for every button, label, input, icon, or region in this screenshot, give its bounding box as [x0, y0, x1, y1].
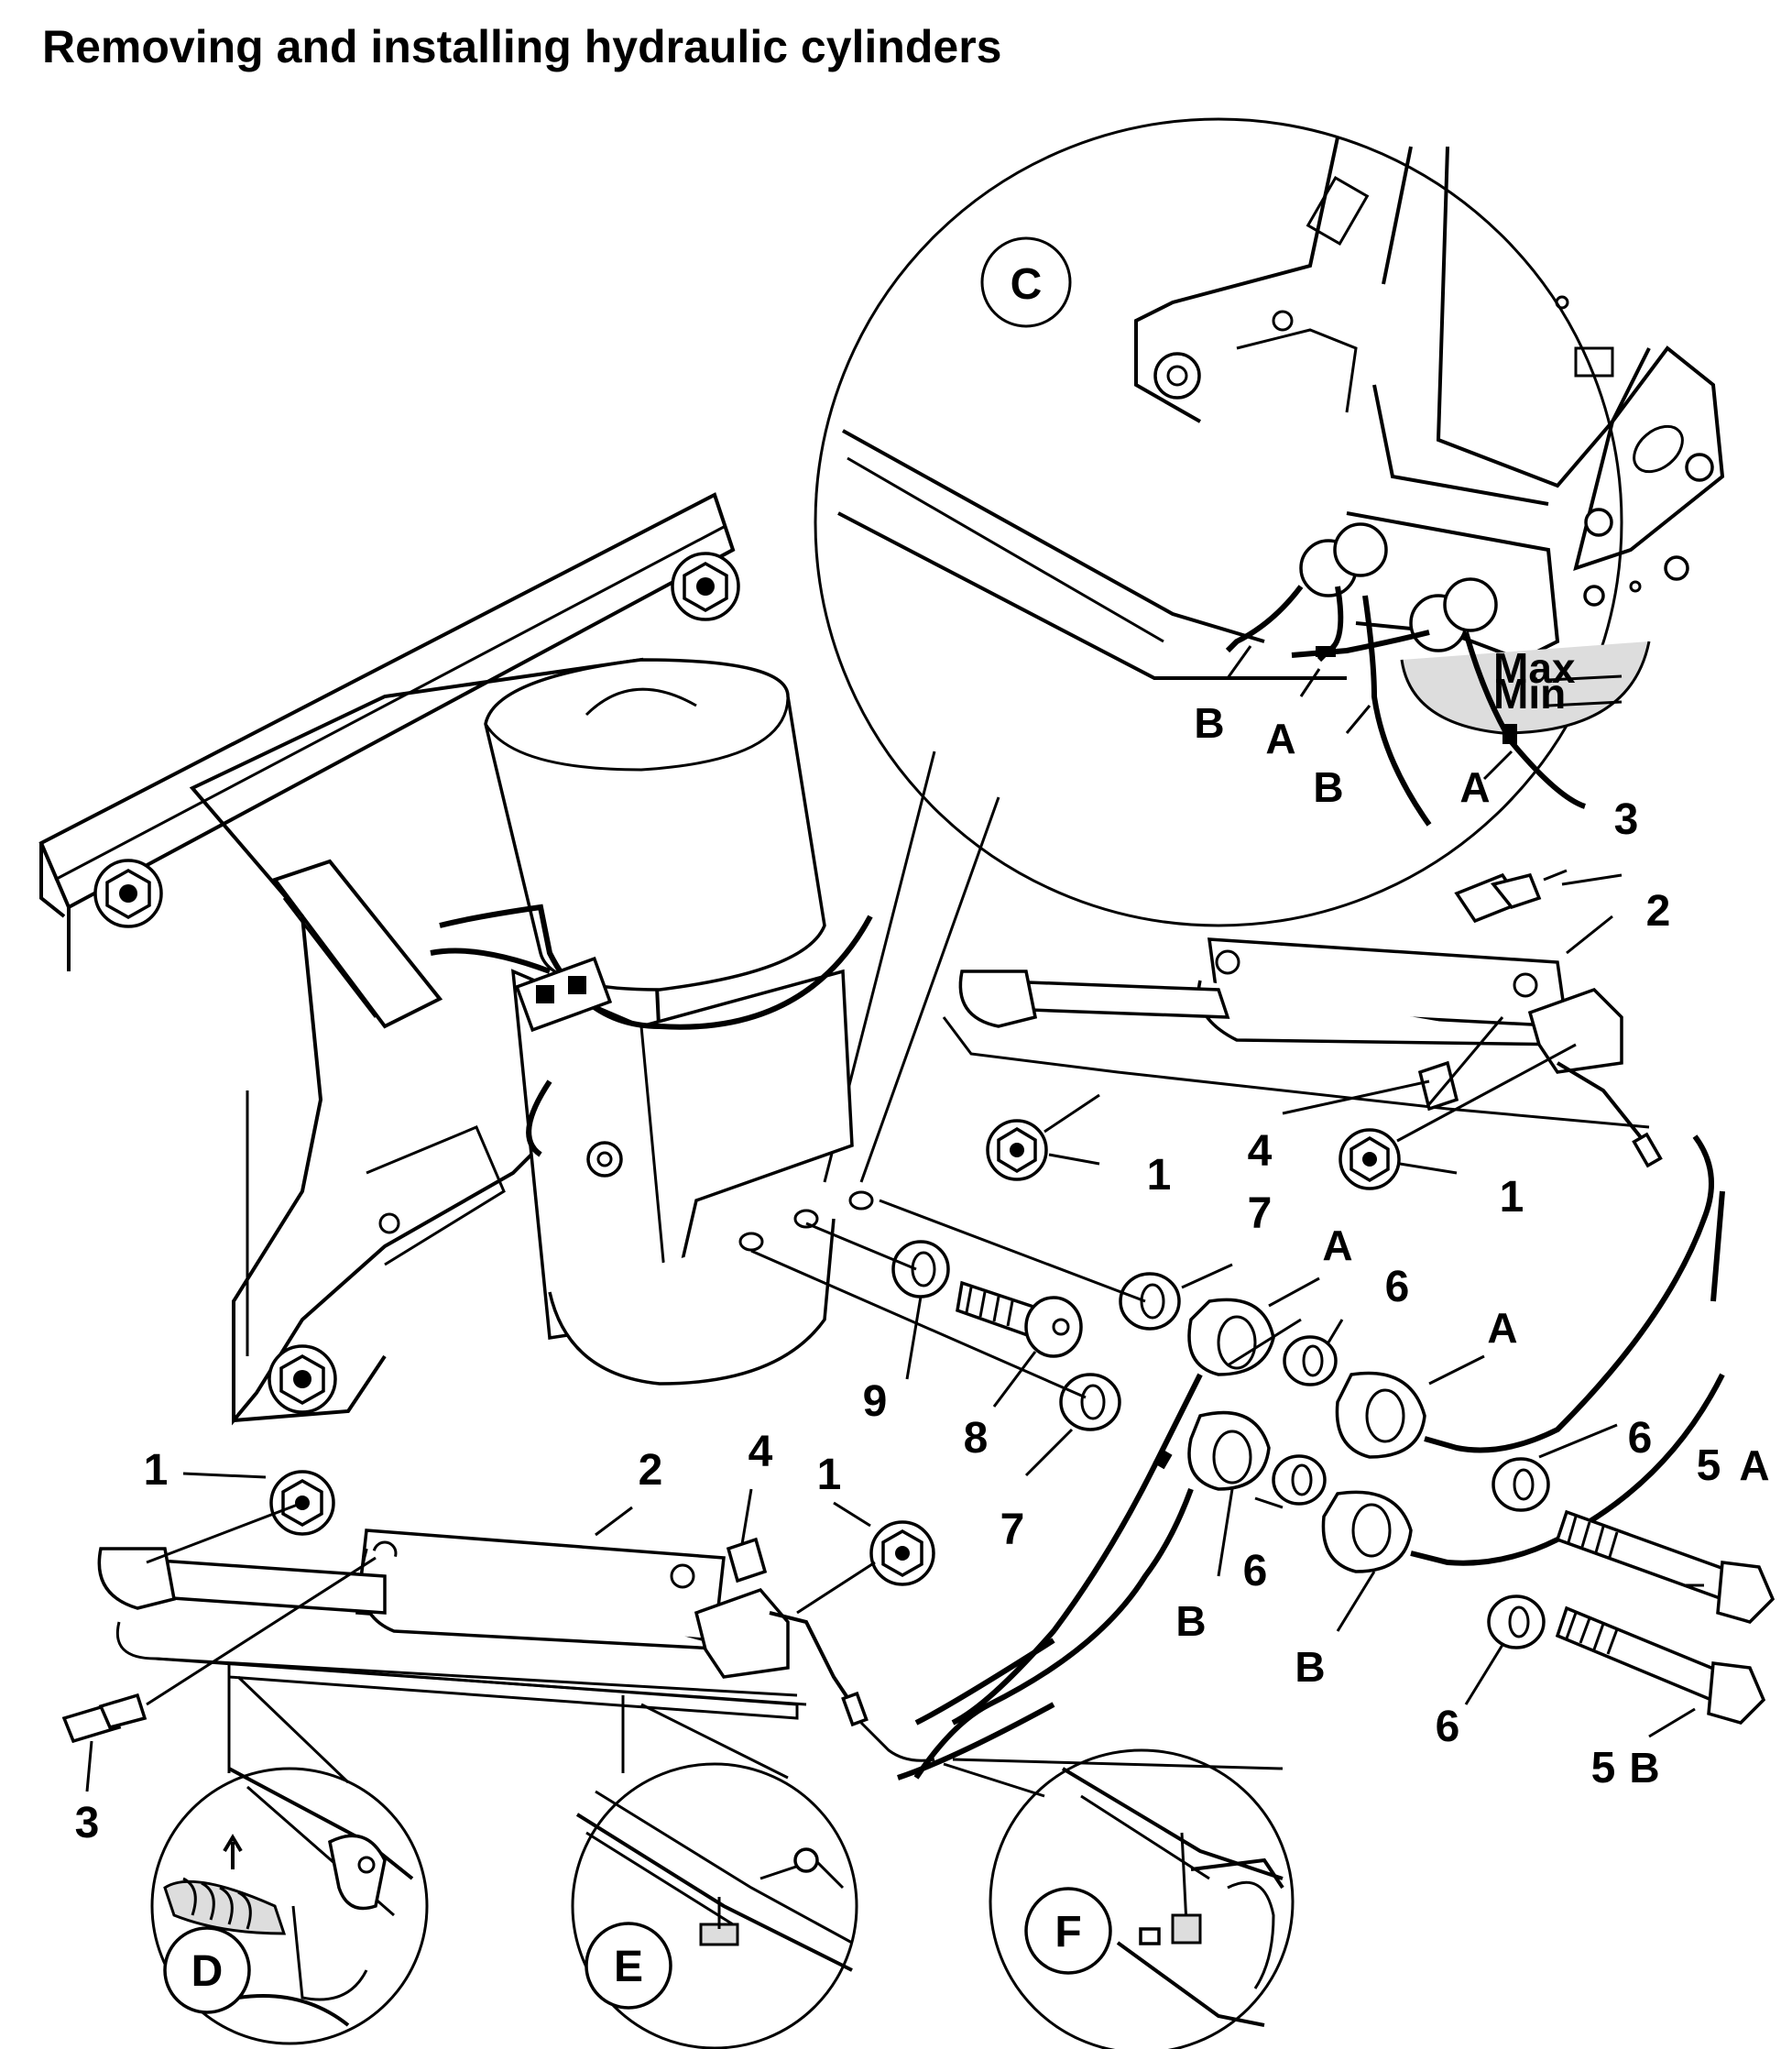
- hose-end-a-right: [1335, 1134, 1725, 1459]
- reservoir-max-mark: Max: [1493, 644, 1576, 692]
- lower-hydraulic-cylinder: [97, 1529, 935, 1762]
- callout-plug-lower: 4: [748, 1428, 773, 1476]
- callout-washer-7-upper: 7: [1248, 1189, 1273, 1238]
- washer-7-upper: [879, 1199, 1181, 1331]
- callout-hose-a-2: A: [1487, 1304, 1517, 1352]
- callout-labels: 1 1 2 3 4 7 A 6 A 6 9 8 7 6 B B 6 5 A 5 …: [75, 795, 1770, 1847]
- washer-7-lower: [750, 1249, 1121, 1431]
- callout-bolt-8: 8: [964, 1414, 989, 1463]
- callout-hose-b-1: B: [1175, 1597, 1206, 1645]
- callout-nut-right: 1: [1500, 1173, 1524, 1222]
- callout-washer-7-lower: 7: [1000, 1506, 1025, 1554]
- detail-e-label: E: [614, 1943, 643, 1991]
- lower-vent-fitting: [61, 1556, 377, 1744]
- callout-hose-a-1: A: [1322, 1222, 1352, 1269]
- detail-f-label: F: [1054, 1908, 1081, 1956]
- seal-6-c: [1492, 1457, 1550, 1512]
- detail-c-label: C: [1011, 260, 1043, 309]
- detail-c-hose-b-1: B: [1194, 699, 1224, 747]
- seal-6-b: [1272, 1454, 1327, 1506]
- detail-e: E: [571, 1695, 858, 2049]
- seal-6-a: [1283, 1335, 1338, 1386]
- page-title: Removing and installing hydraulic cylind…: [42, 21, 1002, 72]
- callout-bolt-5a-letter: A: [1739, 1441, 1769, 1489]
- lower-plug: [726, 1537, 768, 1583]
- detail-f: F: [943, 1748, 1295, 2049]
- upper-hydraulic-cylinder: [942, 937, 1663, 1168]
- lower-nut-right: [796, 1520, 935, 1615]
- callout-cylinder-upper: 2: [1646, 887, 1671, 936]
- callout-nut-lower-right: 1: [817, 1451, 842, 1499]
- seal-6-d: [1487, 1594, 1546, 1649]
- banjo-bolt-5a: [1555, 1509, 1776, 1624]
- callout-cylinder-lower: 2: [639, 1446, 663, 1495]
- callout-seal-6-c: 6: [1628, 1414, 1653, 1463]
- callout-vent-upper: 3: [1614, 795, 1639, 844]
- callout-bolt-5a-number: 5: [1697, 1441, 1721, 1490]
- detail-d: D: [150, 1668, 429, 2045]
- detail-c-hose-a-2: A: [1459, 763, 1490, 811]
- callout-seal-6-d: 6: [1436, 1703, 1460, 1751]
- upper-vent-fitting: [1454, 869, 1568, 924]
- detail-d-label: D: [191, 1947, 224, 1996]
- reservoir-min-mark: Min: [1493, 670, 1566, 718]
- lower-nut-left: [146, 1470, 335, 1564]
- frame-nut-left: [93, 859, 163, 928]
- callout-leaders: [85, 873, 1704, 1792]
- callout-nut-lower-left: 1: [144, 1446, 169, 1495]
- detail-c-hose-b-2: B: [1313, 763, 1343, 811]
- hose-end-b-left: [913, 1410, 1271, 1780]
- upper-nut-left: [986, 1093, 1100, 1181]
- callout-bolt-5b-number: 5: [1591, 1744, 1616, 1792]
- banjo-bolt-5b: [1555, 1605, 1766, 1725]
- callout-bolt-5b-letter: B: [1629, 1744, 1659, 1792]
- bolt-8: [956, 1280, 1083, 1358]
- upper-nut-right: [1339, 1043, 1577, 1190]
- callout-seal-6-a: 6: [1385, 1263, 1410, 1311]
- callout-washer-9: 9: [863, 1377, 888, 1426]
- frame-nut-bottom: [268, 1344, 337, 1414]
- callout-nut-left: 1: [1147, 1151, 1172, 1200]
- callout-plug-upper: 4: [1248, 1127, 1273, 1176]
- callout-hose-b-2: B: [1295, 1643, 1325, 1691]
- detail-c-hose-a-1: A: [1265, 715, 1295, 762]
- frame-nut-top-right: [671, 552, 740, 621]
- callout-seal-6-b: 6: [1243, 1547, 1268, 1595]
- pump-unit: [38, 492, 874, 1426]
- upper-plug: [1417, 1016, 1504, 1112]
- callout-vent-lower: 3: [75, 1799, 100, 1847]
- hose-end-a-left: [951, 1298, 1275, 1726]
